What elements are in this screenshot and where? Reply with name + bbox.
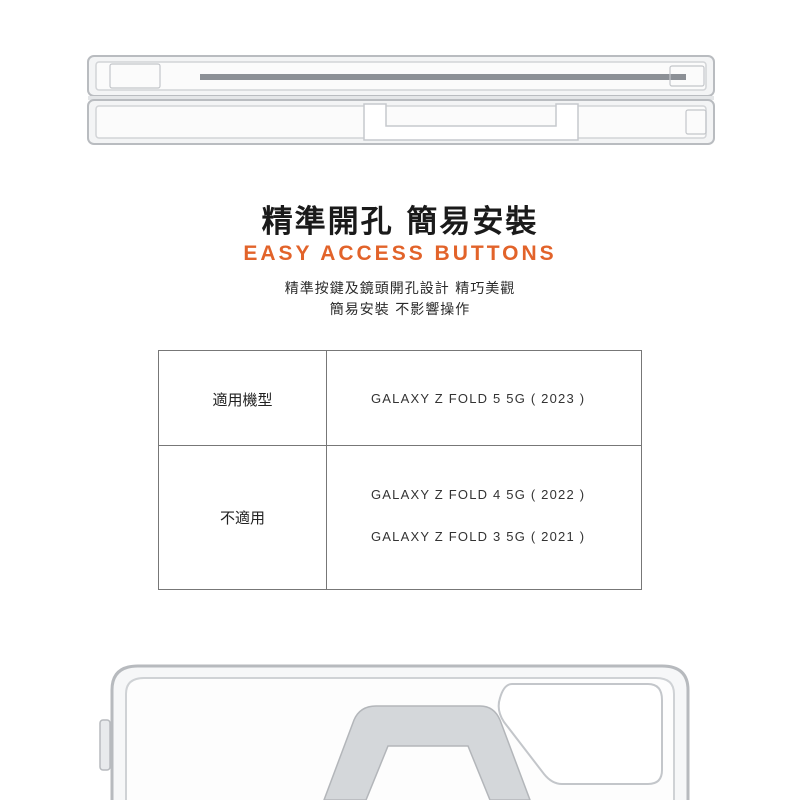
table-divider-vertical: [326, 351, 327, 589]
product-image-case-back: [92, 660, 708, 800]
row-label-compatible: 適用機型: [212, 391, 273, 409]
model-compatible: GALAXY Z FOLD 5 5G ( 2023 ): [371, 391, 586, 406]
table-divider-horizontal: [159, 445, 641, 446]
row-label-incompatible: 不適用: [219, 509, 265, 527]
description-line-1: 精準按鍵及鏡頭開孔設計 精巧美觀: [284, 281, 516, 297]
section-subtitle: EASY ACCESS BUTTONS: [243, 242, 557, 265]
product-image-folded-case: [86, 52, 718, 148]
model-incompatible-2: GALAXY Z FOLD 3 5G ( 2021 ): [371, 529, 586, 544]
compatibility-table: 適用機型 GALAXY Z FOLD 5 5G ( 2023 ) 不適用 GAL…: [158, 350, 642, 590]
section-title: 精準開孔 簡易安裝: [261, 204, 539, 240]
model-incompatible-1: GALAXY Z FOLD 4 5G ( 2022 ): [371, 487, 586, 502]
description-line-2: 簡易安裝 不影響操作: [329, 302, 471, 318]
